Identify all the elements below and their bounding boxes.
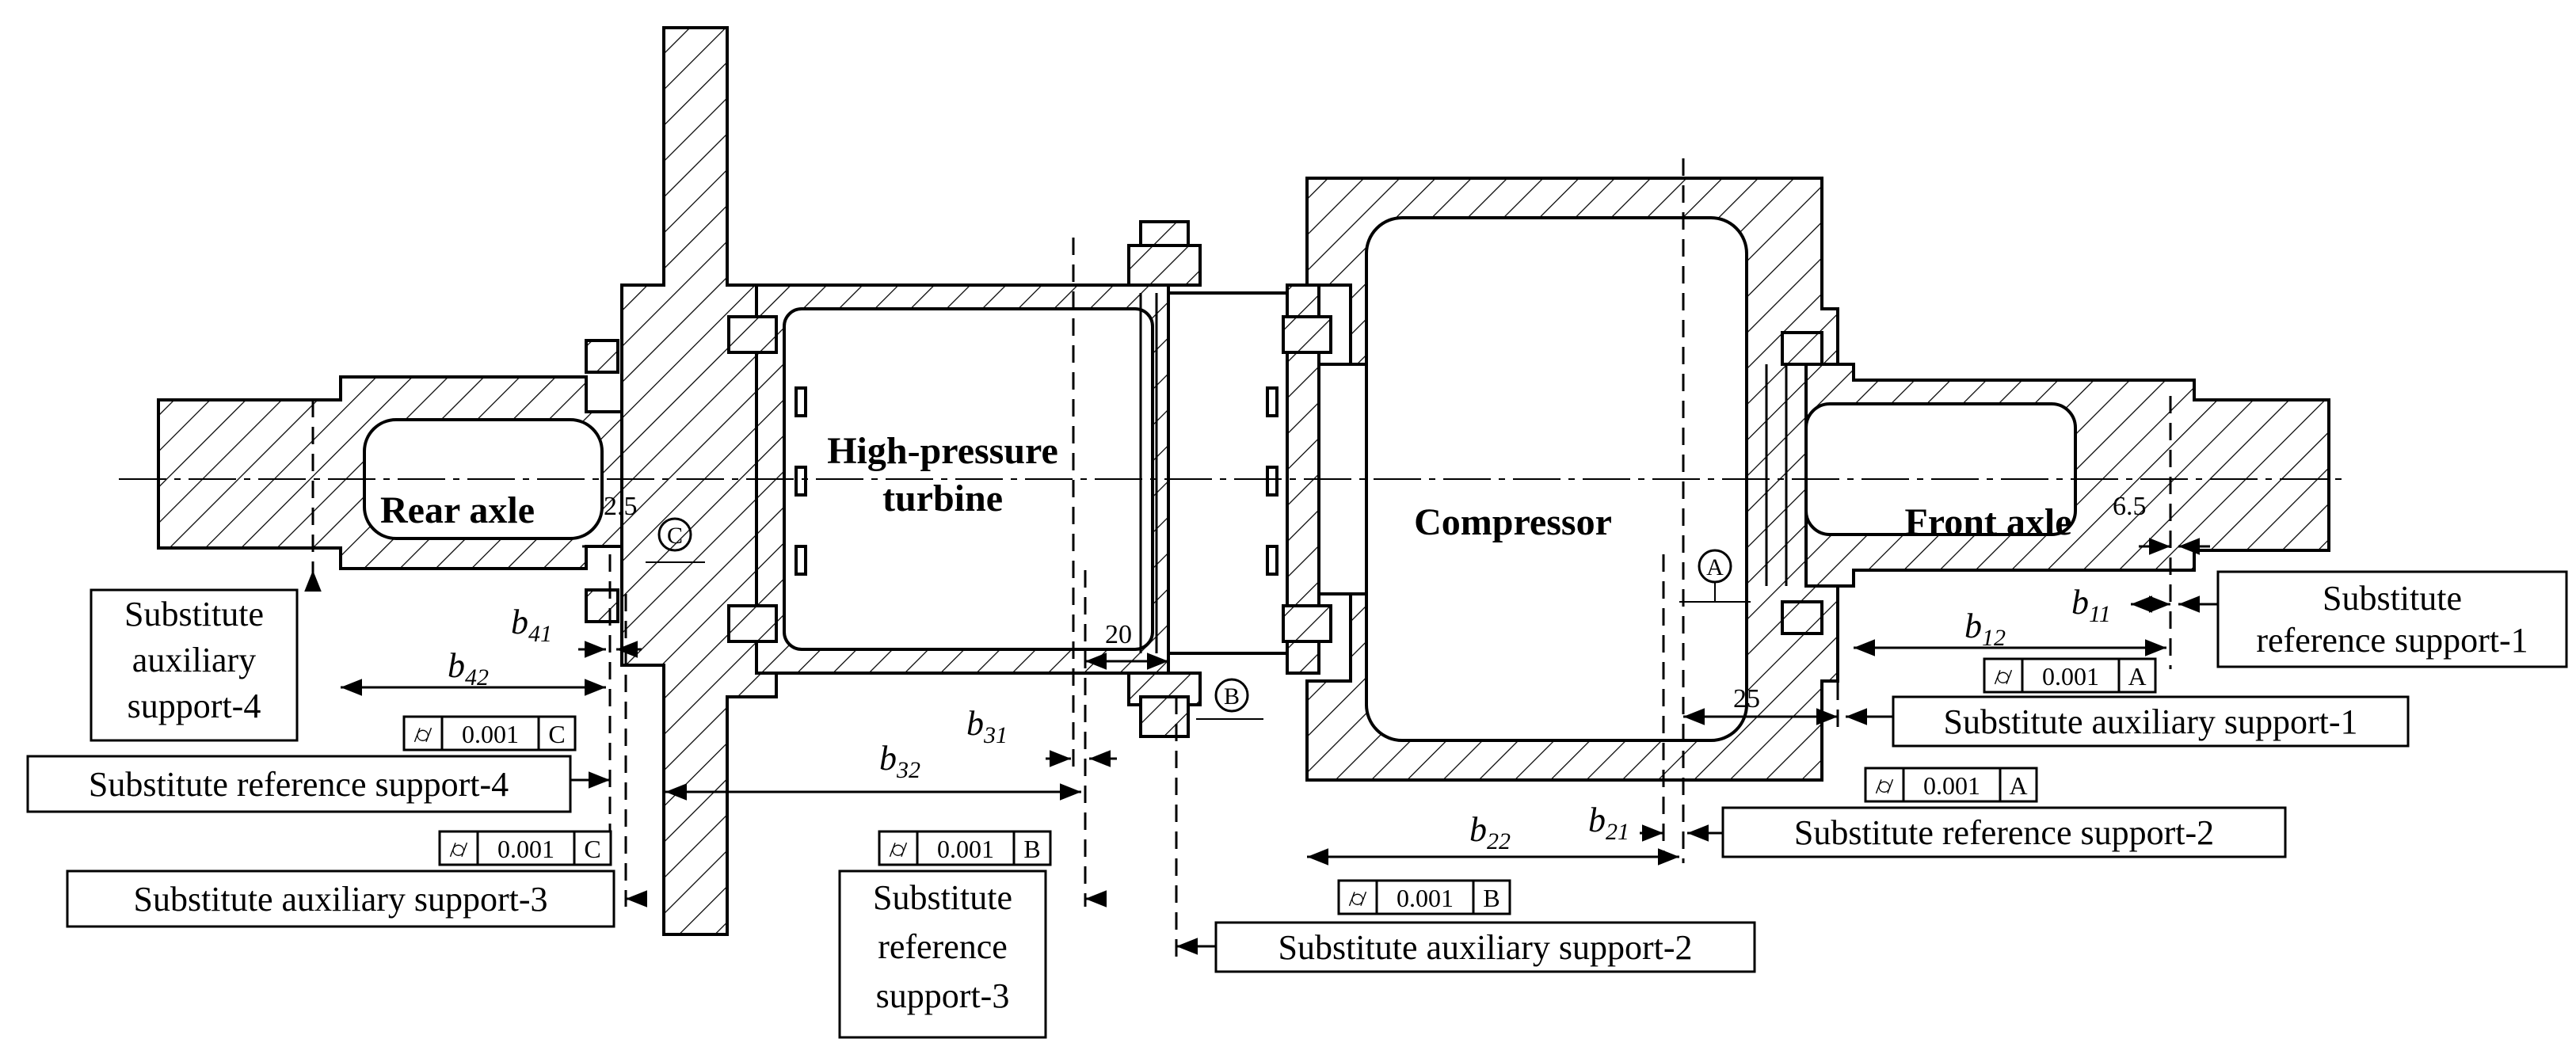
datum-c: C <box>646 517 705 563</box>
dim-b21: b21 <box>1588 801 1629 845</box>
tolerance-value: 0.001 <box>937 835 994 863</box>
runout-symbol: ⌭ <box>1995 662 2013 691</box>
fcf-aux3: ⌭ 0.001 C <box>438 830 612 866</box>
dim-b12: b12 <box>1964 607 2006 651</box>
label-ref-support-3: Substitute reference support-3 <box>838 869 1047 1039</box>
ref3-line3: support-3 <box>876 976 1010 1015</box>
datum-a-letter: A <box>1706 554 1724 580</box>
runout-symbol: ⌭ <box>1349 884 1367 912</box>
dimension-lines <box>304 158 2226 962</box>
dimension-texts: 2.5 6.5 20 25 b11 b12 b21 b22 b31 b32 b4… <box>448 492 2147 854</box>
aux3-text: Substitute auxiliary support-3 <box>133 880 547 919</box>
rear-flange <box>620 26 778 936</box>
dim-b41: b41 <box>511 603 552 647</box>
rear-axle-body <box>157 375 627 570</box>
fcf-front-aux: ⌭ 0.001 A <box>1864 767 2038 803</box>
tolerance-value: 0.001 <box>1923 771 1980 800</box>
ref1-line1: Substitute <box>2323 579 2462 618</box>
tolerance-frames: ⌭ 0.001 A ⌭ 0.001 A ⌭ 0.001 B ⌭ 0.001 B <box>402 657 2157 915</box>
datum-ref: A <box>2009 771 2027 800</box>
front-axle-label: Front axle <box>1904 501 2071 543</box>
label-aux-support-4: Substitute auxiliary support-4 <box>90 588 299 742</box>
datum-ref: B <box>1483 884 1499 912</box>
fcf-aux2: ⌭ 0.001 B <box>1337 879 1511 915</box>
label-aux-support-2: Substitute auxiliary support-2 <box>1214 921 1756 973</box>
dim-b22: b22 <box>1469 810 1511 854</box>
tolerance-value: 0.001 <box>2042 662 2099 691</box>
datum-c-letter: C <box>667 523 683 549</box>
runout-symbol: ⌭ <box>450 835 468 863</box>
dim-25: 25 <box>1733 684 1760 713</box>
runout-symbol: ⌭ <box>890 835 908 863</box>
dim-6-5: 6.5 <box>2113 492 2147 521</box>
aux1-text: Substitute auxiliary support-1 <box>1943 702 2357 741</box>
datum-b: B <box>1196 678 1263 720</box>
datum-a: A <box>1679 549 1751 603</box>
support-labels: Substitute reference support-1 Substitut… <box>26 570 2568 1039</box>
ref1-line2: reference support-1 <box>2256 621 2528 660</box>
fcf-front-ref: ⌭ 0.001 A <box>1983 657 2157 694</box>
fcf-ref4: ⌭ 0.001 C <box>402 715 577 751</box>
aux4-line1: Substitute <box>124 595 264 634</box>
datum-ref: A <box>2128 662 2146 691</box>
ref3-line1: Substitute <box>873 878 1012 917</box>
ref2-text: Substitute reference support-2 <box>1794 813 2214 852</box>
dim-b42: b42 <box>448 646 489 691</box>
dim-b31: b31 <box>966 704 1008 748</box>
aux4-line2: auxiliary <box>132 641 256 679</box>
rear-axle-label: Rear axle <box>380 489 535 531</box>
dim-2-5: 2.5 <box>604 492 638 521</box>
rotor-structure <box>119 26 2345 936</box>
datum-ref: B <box>1023 835 1040 863</box>
datum-ref: C <box>548 720 565 748</box>
aux2-text: Substitute auxiliary support-2 <box>1278 928 1692 967</box>
dim-b11: b11 <box>2071 583 2111 627</box>
tolerance-value: 0.001 <box>497 835 554 863</box>
label-ref-support-1: Substitute reference support-1 <box>2216 570 2568 668</box>
runout-symbol: ⌭ <box>414 720 433 748</box>
label-aux-support-1: Substitute auxiliary support-1 <box>1892 695 2410 748</box>
front-axle-body <box>1765 363 2330 588</box>
bolt-heads <box>585 315 1823 643</box>
ref4-text: Substitute reference support-4 <box>89 765 509 804</box>
aux4-line3: support-4 <box>128 687 261 725</box>
label-ref-support-4: Substitute reference support-4 <box>26 755 572 813</box>
turbine-label-line2: turbine <box>882 478 1003 519</box>
fcf-ref3: ⌭ 0.001 B <box>878 830 1052 866</box>
tolerance-value: 0.001 <box>1397 884 1454 912</box>
label-ref-support-2: Substitute reference support-2 <box>1721 806 2287 858</box>
label-aux-support-3: Substitute auxiliary support-3 <box>66 869 615 928</box>
datum-b-letter: B <box>1224 683 1240 710</box>
datum-ref: C <box>584 835 600 863</box>
dim-b32: b32 <box>879 739 920 783</box>
part-labels: Rear axle High-pressure turbine Compress… <box>380 430 2072 543</box>
runout-symbol: ⌭ <box>1876 771 1894 800</box>
center-bolts <box>1127 220 1202 738</box>
turbine-label-line1: High-pressure <box>827 430 1058 472</box>
compressor-label: Compressor <box>1414 501 1612 543</box>
tolerance-value: 0.001 <box>462 720 519 748</box>
dim-20: 20 <box>1105 620 1132 649</box>
datum-symbols: A B C <box>646 517 1751 720</box>
ref3-line2: reference <box>878 927 1008 966</box>
